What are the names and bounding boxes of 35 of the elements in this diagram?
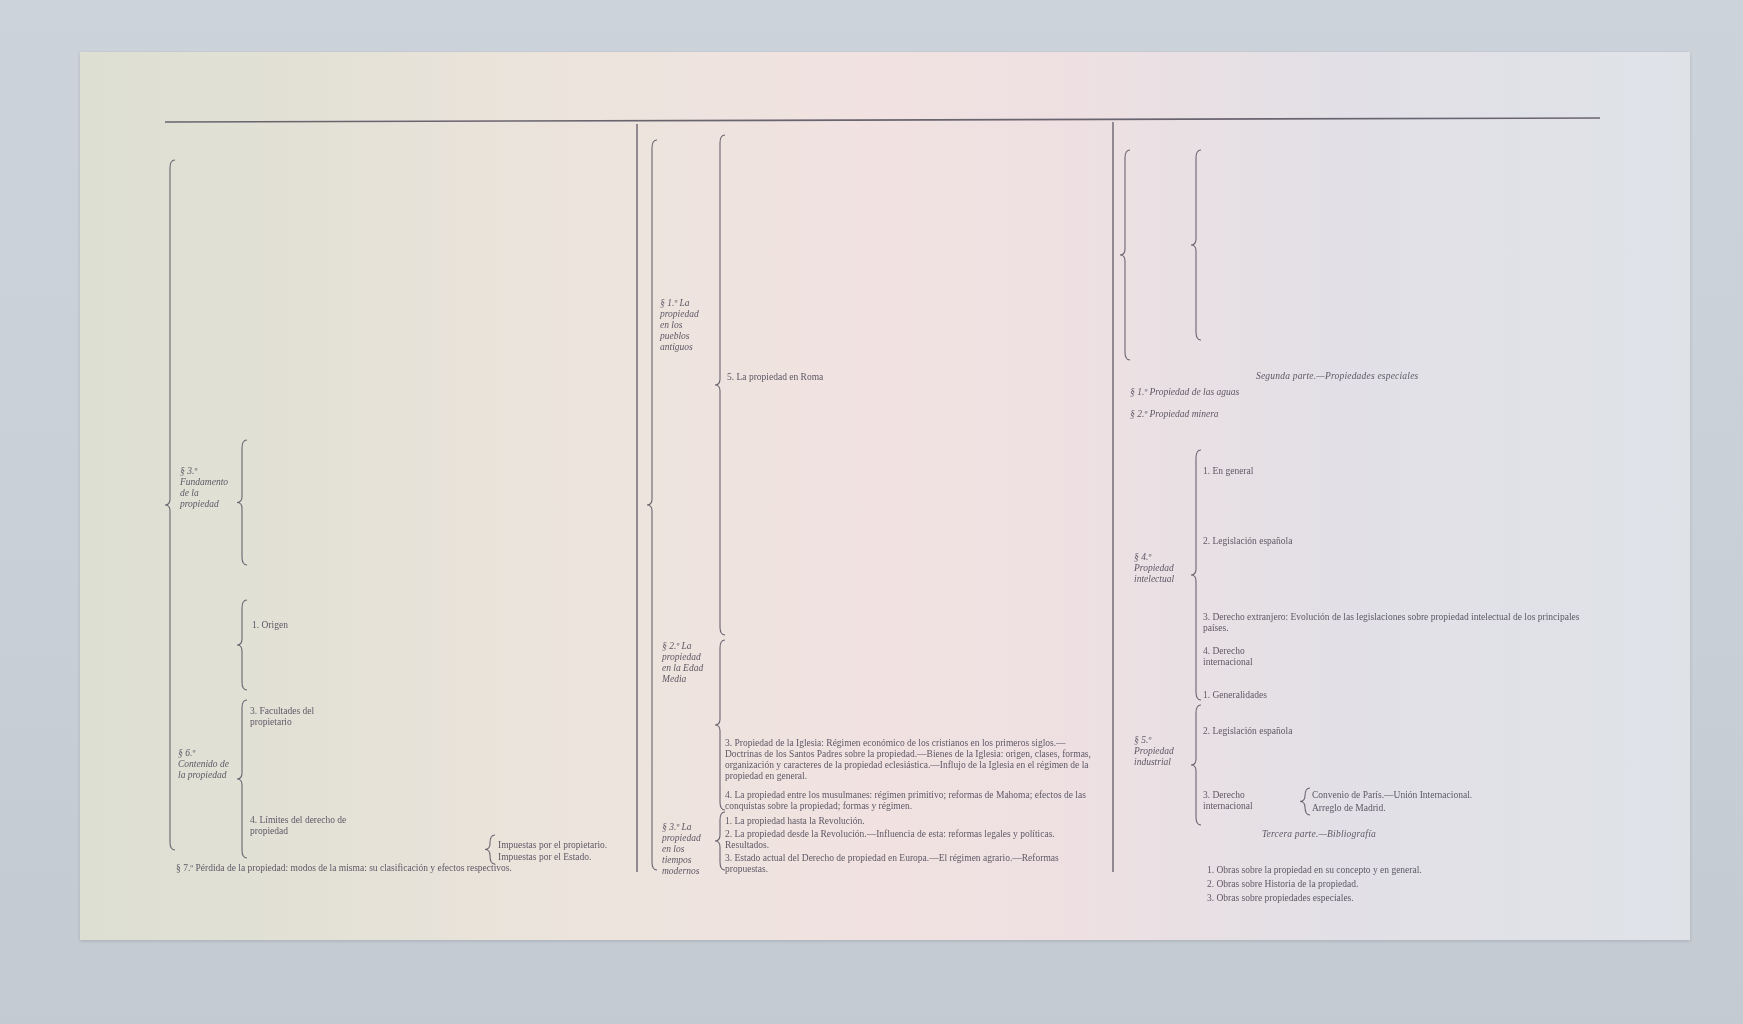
- section-heading: § 5.º Propiedad industrial: [1134, 735, 1175, 768]
- outline-item: 1. Generalidades: [1203, 690, 1267, 701]
- outline-item: 3. Estado actual del Derecho de propiedad en Europa.—El régimen agrario.—Reformas propuestas.: [725, 853, 1060, 875]
- outline-item: 3. Derecho internacional: [1203, 790, 1254, 812]
- outline-item: 4. Límites del derecho de propiedad: [250, 815, 348, 837]
- bibliography-item: 3. Obras sobre propiedades especiales.: [1207, 893, 1354, 904]
- bibliography-item: 2. Obras sobre Historia de la propiedad.: [1207, 879, 1359, 890]
- outline-subitem: Convenio de París.—Unión Internacional.: [1312, 790, 1473, 801]
- outline-item: 2. La propiedad desde la Revolución.—Influencia de esta: reformas legales y políticas. Resultados.: [725, 829, 1056, 851]
- outline-item: 2. Legislación española: [1203, 726, 1293, 737]
- section-heading: § 1.º Propiedad de las aguas: [1130, 387, 1240, 398]
- section-heading: § 1.º La propiedad en los pueblos antiguos: [660, 298, 700, 353]
- section-heading: § 2.º Propiedad minera: [1130, 409, 1219, 420]
- section-heading: § 4.º Propiedad intelectual: [1134, 552, 1176, 585]
- outline-item: 1. Origen: [252, 620, 288, 631]
- part-heading: Tercera parte.—Bibliografía: [1262, 829, 1376, 840]
- outline-item: § 7.º Pérdida de la propiedad: modos de la misma: su clasificación y efectos respectivos.: [176, 863, 512, 874]
- outline-item: 3. Facultades del propietario: [250, 706, 316, 728]
- section-heading: § 6.º Contenido de la propiedad: [178, 748, 230, 781]
- outline-item: 3. Propiedad de la Iglesia: Régimen económico de los cristianos en los primeros siglos.—Doctrinas de los Santos Padres sobre la propiedad.—Bienes de la Iglesia: origen, clases, formas, organización y caracteres de la propiedad eclesiástica.—Influjo de la Iglesia en el régimen de la propiedad en general.: [725, 738, 1092, 782]
- section-heading: § 2.º La propiedad en la Edad Media: [662, 641, 705, 685]
- outline-subitem: Impuestas por el propietario.: [498, 840, 608, 851]
- outline-item: 4. La propiedad entre los musulmanes: régimen primitivo; reformas de Mahoma; efectos de las conquistas sobre la propiedad; formas y régimen.: [725, 790, 1087, 812]
- outline-item: 4. Derecho internacional: [1203, 646, 1254, 668]
- outline-item: 1. La propiedad hasta la Revolución.: [725, 816, 865, 827]
- outline-item: 5. La propiedad en Roma: [727, 372, 824, 383]
- outline-item: 3. Derecho extranjero: Evolución de las legislaciones sobre propiedad intelectual de los principales países.: [1203, 612, 1581, 634]
- part-heading: Segunda parte.—Propiedades especiales: [1256, 371, 1419, 382]
- bibliography-item: 1. Obras sobre la propiedad en su concepto y en general.: [1207, 865, 1422, 876]
- outline-item: 1. En general: [1203, 466, 1254, 477]
- outline-subitem: Impuestas por el Estado.: [498, 852, 592, 863]
- section-heading: § 3.º La propiedad en los tiempos modernos: [662, 822, 702, 877]
- outline-subitem: Arreglo de Madrid.: [1312, 803, 1386, 814]
- section-heading: § 3.º Fundamento de la propiedad: [180, 466, 230, 510]
- outline-item: 2. Legislación española: [1203, 536, 1293, 547]
